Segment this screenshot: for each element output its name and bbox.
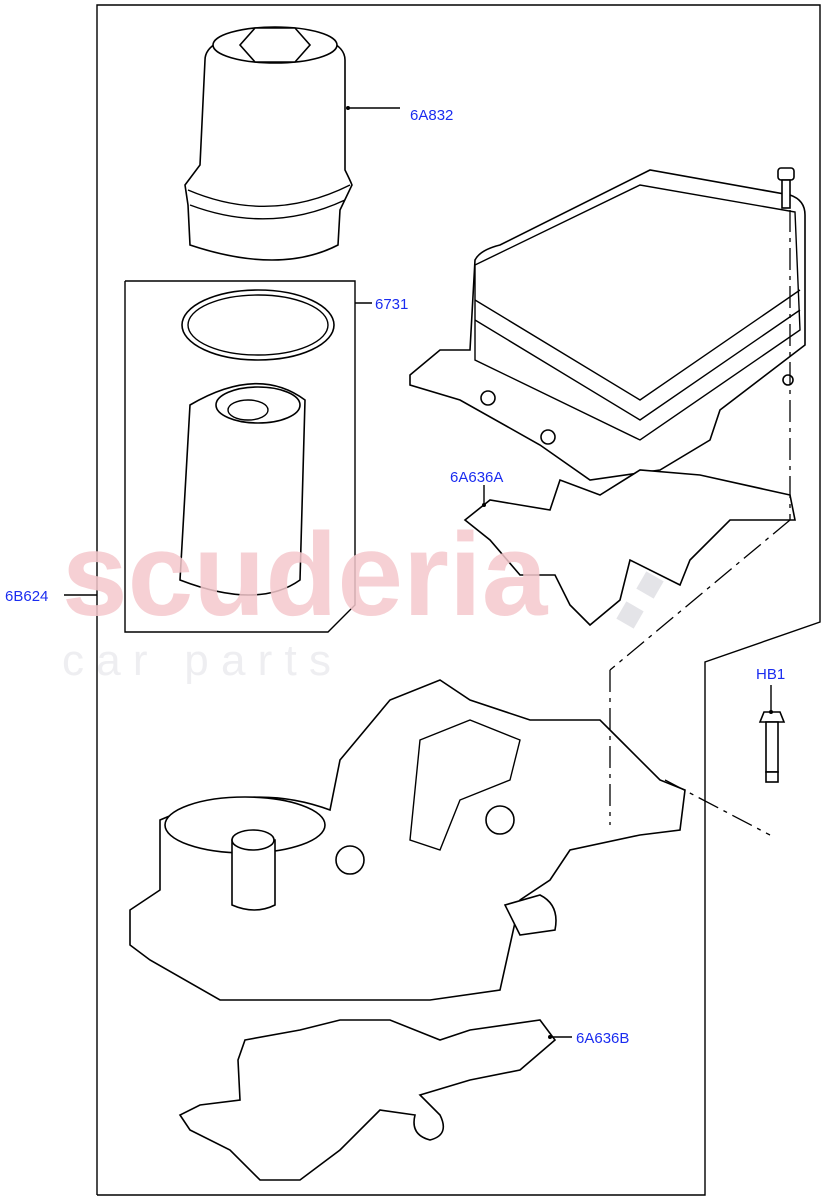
label-6a832[interactable]: 6A832 bbox=[410, 107, 453, 124]
watermark: scuderia c a r p a r t s bbox=[62, 509, 549, 685]
cooler-bolt[interactable] bbox=[777, 167, 795, 209]
filter-housing[interactable] bbox=[129, 679, 686, 1001]
housing-gasket[interactable] bbox=[178, 1019, 557, 1181]
label-6731[interactable]: 6731 bbox=[375, 296, 408, 313]
assembly-frame bbox=[96, 4, 821, 1196]
guide-line bbox=[609, 519, 791, 671]
leader-lines bbox=[64, 106, 773, 1039]
cooler-gasket[interactable] bbox=[463, 469, 796, 627]
filter-element[interactable] bbox=[179, 289, 335, 596]
label-hb1[interactable]: HB1 bbox=[756, 666, 785, 683]
bolt-hb1[interactable] bbox=[758, 711, 786, 783]
label-6b624[interactable]: 6B624 bbox=[5, 588, 48, 605]
guide-line bbox=[664, 779, 771, 836]
watermark-brand: scuderia bbox=[62, 509, 549, 641]
oil-filter-cap[interactable] bbox=[184, 26, 353, 261]
oil-cooler[interactable] bbox=[409, 169, 806, 481]
label-6a636b[interactable]: 6A636B bbox=[576, 1030, 629, 1047]
watermark-tagline: c a r p a r t s bbox=[62, 636, 331, 685]
label-6a636a[interactable]: 6A636A bbox=[450, 469, 503, 486]
filter-element-box bbox=[124, 280, 356, 633]
